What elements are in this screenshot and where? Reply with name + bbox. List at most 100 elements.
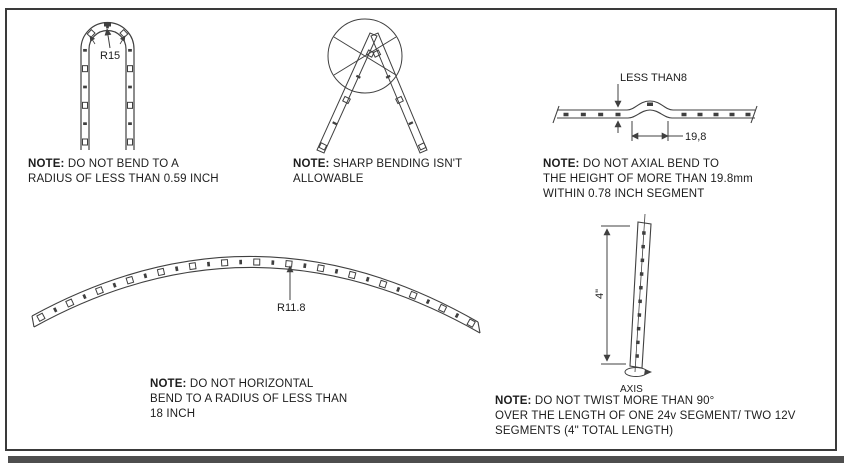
led-pad bbox=[143, 273, 148, 279]
led-pad bbox=[206, 261, 211, 267]
led-pad bbox=[220, 259, 229, 267]
led-pad bbox=[112, 282, 117, 288]
figure-u-bend: R15 bbox=[80, 21, 135, 150]
led-pad bbox=[347, 270, 357, 280]
led-pad bbox=[385, 74, 391, 79]
led-pad bbox=[372, 49, 382, 58]
twist-axis-ellipse bbox=[624, 367, 648, 377]
note-label: NOTE: bbox=[28, 158, 65, 170]
led-pad bbox=[342, 95, 351, 105]
note-line: OVER THE LENGTH OF ONE 24v SEGMENT/ TWO … bbox=[495, 410, 796, 422]
arc-strip-inner-edge bbox=[33, 266, 481, 334]
led-pad bbox=[713, 112, 719, 117]
page-border bbox=[5, 8, 837, 451]
axial-strip-left-cap bbox=[552, 105, 560, 124]
led-pad bbox=[639, 285, 643, 290]
led-pad bbox=[408, 121, 414, 126]
led-pad bbox=[417, 142, 427, 151]
axial-height-label: LESS THAN8 bbox=[620, 72, 687, 84]
led-pad bbox=[729, 112, 735, 117]
note-text: DO NOT BEND TO A bbox=[67, 158, 179, 170]
led-pad bbox=[641, 244, 645, 249]
figure-sharp-bend bbox=[316, 18, 428, 154]
led-pad bbox=[82, 293, 87, 300]
led-pad bbox=[639, 272, 644, 276]
note-line: SEGMENTS (4" TOTAL LENGTH) bbox=[495, 425, 674, 437]
led-pad bbox=[355, 74, 361, 79]
u-top-led-pad bbox=[104, 22, 111, 27]
u-radius-leader bbox=[104, 28, 112, 49]
led-pad bbox=[636, 326, 641, 331]
led-pad bbox=[128, 122, 132, 126]
led-pad bbox=[253, 258, 261, 266]
note-line: THE HEIGHT OF MORE THAN 19.8mm bbox=[543, 173, 753, 185]
led-pad bbox=[119, 28, 129, 39]
led-pad bbox=[188, 262, 197, 271]
led-pad bbox=[285, 260, 293, 268]
figure-horizontal-bend: R11.8 bbox=[31, 255, 481, 334]
led-pad bbox=[175, 266, 179, 272]
led-pad bbox=[681, 112, 687, 117]
sharp-bend-right-strip bbox=[370, 32, 428, 154]
led-pad bbox=[128, 48, 132, 52]
axial-strip-top-edge bbox=[557, 100, 755, 111]
note-line: WITHIN 0.78 INCH SEGMENT bbox=[543, 188, 705, 200]
led-pad bbox=[408, 290, 418, 300]
bottom-shadow-bar bbox=[8, 456, 844, 463]
led-pad bbox=[106, 24, 109, 29]
led-pad bbox=[378, 279, 388, 289]
led-pad bbox=[395, 95, 404, 105]
note-line: NOTE: SHARP BENDING ISN'T bbox=[293, 157, 462, 172]
led-pad bbox=[636, 340, 640, 345]
led-pad bbox=[437, 303, 448, 314]
twist-length-label: 4" bbox=[594, 289, 606, 299]
led-pad bbox=[598, 112, 604, 117]
note-text: DO NOT HORIZONTAL bbox=[189, 378, 314, 390]
led-pad bbox=[580, 112, 586, 117]
axial-strip-right-cap bbox=[750, 105, 758, 124]
led-pad bbox=[94, 286, 104, 296]
note-line: NOTE: DO NOT AXIAL BEND TO bbox=[543, 157, 753, 172]
twist-strip-outline bbox=[629, 221, 652, 369]
note-text: DO NOT AXIAL BEND TO bbox=[582, 158, 720, 170]
led-pad bbox=[83, 122, 87, 126]
led-pad bbox=[563, 112, 569, 117]
led-pad bbox=[640, 258, 645, 263]
note-label: NOTE: bbox=[150, 378, 187, 390]
note-line: BEND TO A RADIUS OF LESS THAN bbox=[150, 393, 348, 405]
twist-axis-centerline bbox=[634, 213, 646, 373]
led-pad bbox=[466, 318, 476, 328]
note-line: RADIUS OF LESS THAN 0.59 INCH bbox=[28, 173, 219, 185]
led-pad bbox=[82, 138, 88, 146]
note-line: ALLOWABLE bbox=[293, 173, 364, 185]
led-pad bbox=[642, 231, 646, 235]
led-pad bbox=[127, 65, 133, 73]
note-line: NOTE: DO NOT BEND TO A bbox=[28, 157, 219, 172]
led-pad bbox=[65, 298, 75, 308]
led-pad bbox=[334, 268, 339, 274]
led-pad bbox=[127, 138, 133, 146]
led-pad bbox=[332, 121, 338, 126]
led-pad bbox=[303, 263, 307, 269]
led-pad bbox=[36, 312, 46, 322]
led-pad bbox=[365, 276, 370, 282]
led-pad bbox=[82, 101, 88, 109]
arc-radius-label: R11.8 bbox=[277, 302, 306, 314]
led-pad bbox=[127, 101, 133, 109]
led-pad bbox=[454, 312, 460, 319]
twist-rotation-arrowhead bbox=[644, 369, 652, 376]
sharp-bend-cross-line-2 bbox=[333, 36, 397, 76]
note-sharp-bend: NOTE: SHARP BENDING ISN'T ALLOWABLE bbox=[293, 157, 462, 187]
led-pad bbox=[635, 354, 639, 358]
led-pad bbox=[83, 48, 87, 52]
led-pad bbox=[86, 28, 96, 39]
note-horizontal-bend: NOTE: DO NOT HORIZONTAL BEND TO A RADIUS… bbox=[150, 377, 347, 422]
note-label: NOTE: bbox=[293, 158, 330, 170]
led-pad bbox=[697, 112, 703, 117]
axial-strip-bottom-edge bbox=[557, 109, 755, 119]
sharp-bend-circle bbox=[327, 18, 403, 94]
led-pad bbox=[156, 267, 166, 277]
note-line: NOTE: DO NOT HORIZONTAL bbox=[150, 377, 347, 392]
